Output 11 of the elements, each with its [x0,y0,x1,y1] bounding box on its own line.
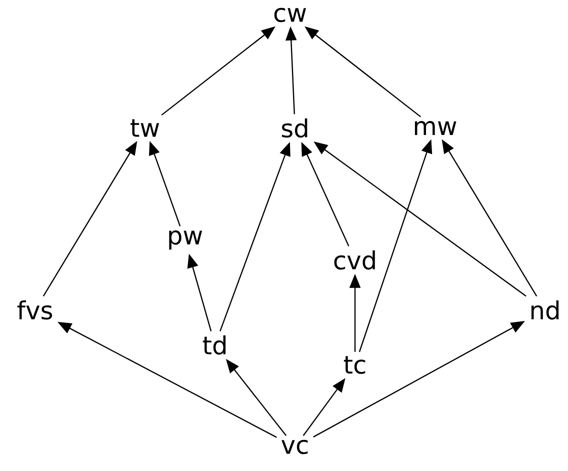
node-label: nd [531,300,559,320]
node-label: cw [274,8,306,22]
node-label: sd [282,118,308,138]
node-label: vc [282,440,308,454]
node-label: tw [130,119,160,137]
node-label: pw [169,230,202,250]
node-label: mw [414,121,456,135]
node-label: td [202,335,226,355]
node-label: cvd [334,250,375,270]
node-label: fvs [17,300,52,320]
node-label: tc [344,356,366,374]
